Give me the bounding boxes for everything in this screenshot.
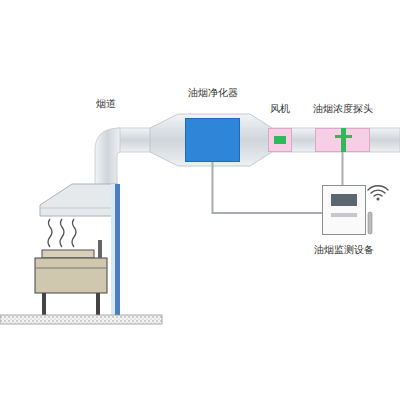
- part-label: 油烟监测设备: [314, 244, 374, 256]
- part-label: 风机: [270, 103, 290, 115]
- signal-wire: [342, 152, 344, 185]
- duct-elbow: [95, 128, 120, 185]
- device-display: [331, 194, 357, 206]
- ground: [0, 315, 162, 324]
- purifier-box: 油烟净化器: [185, 118, 240, 162]
- range-hood: [40, 184, 118, 216]
- wifi-icon: [368, 186, 388, 196]
- stove-leg: [96, 293, 100, 315]
- hood-edge: [40, 208, 118, 209]
- antenna: [368, 212, 372, 234]
- steam: [48, 219, 76, 247]
- probe-bar: [335, 135, 352, 138]
- fan-section: 风机: [268, 128, 292, 152]
- probe-section: 油烟浓度探头: [315, 128, 370, 152]
- part-label: 油烟浓度探头: [313, 103, 373, 115]
- wall-face: [111, 184, 115, 316]
- part-label: 油烟净化器: [188, 87, 238, 99]
- device-keys: [331, 213, 357, 217]
- wall: [115, 184, 120, 316]
- stove-knob: [98, 240, 102, 258]
- stove-leg: [42, 293, 46, 315]
- signal-wire: [213, 162, 323, 213]
- wifi-dot: [377, 198, 380, 201]
- pan: [42, 250, 94, 258]
- monitor-device: 油烟监测设备: [322, 185, 366, 235]
- stove: [35, 258, 107, 293]
- probe-rod: [341, 128, 346, 152]
- fan-blade: [274, 136, 286, 144]
- purifier-housing: [150, 114, 272, 166]
- stove-line: [35, 268, 107, 269]
- duct-label: 烟道: [96, 98, 116, 110]
